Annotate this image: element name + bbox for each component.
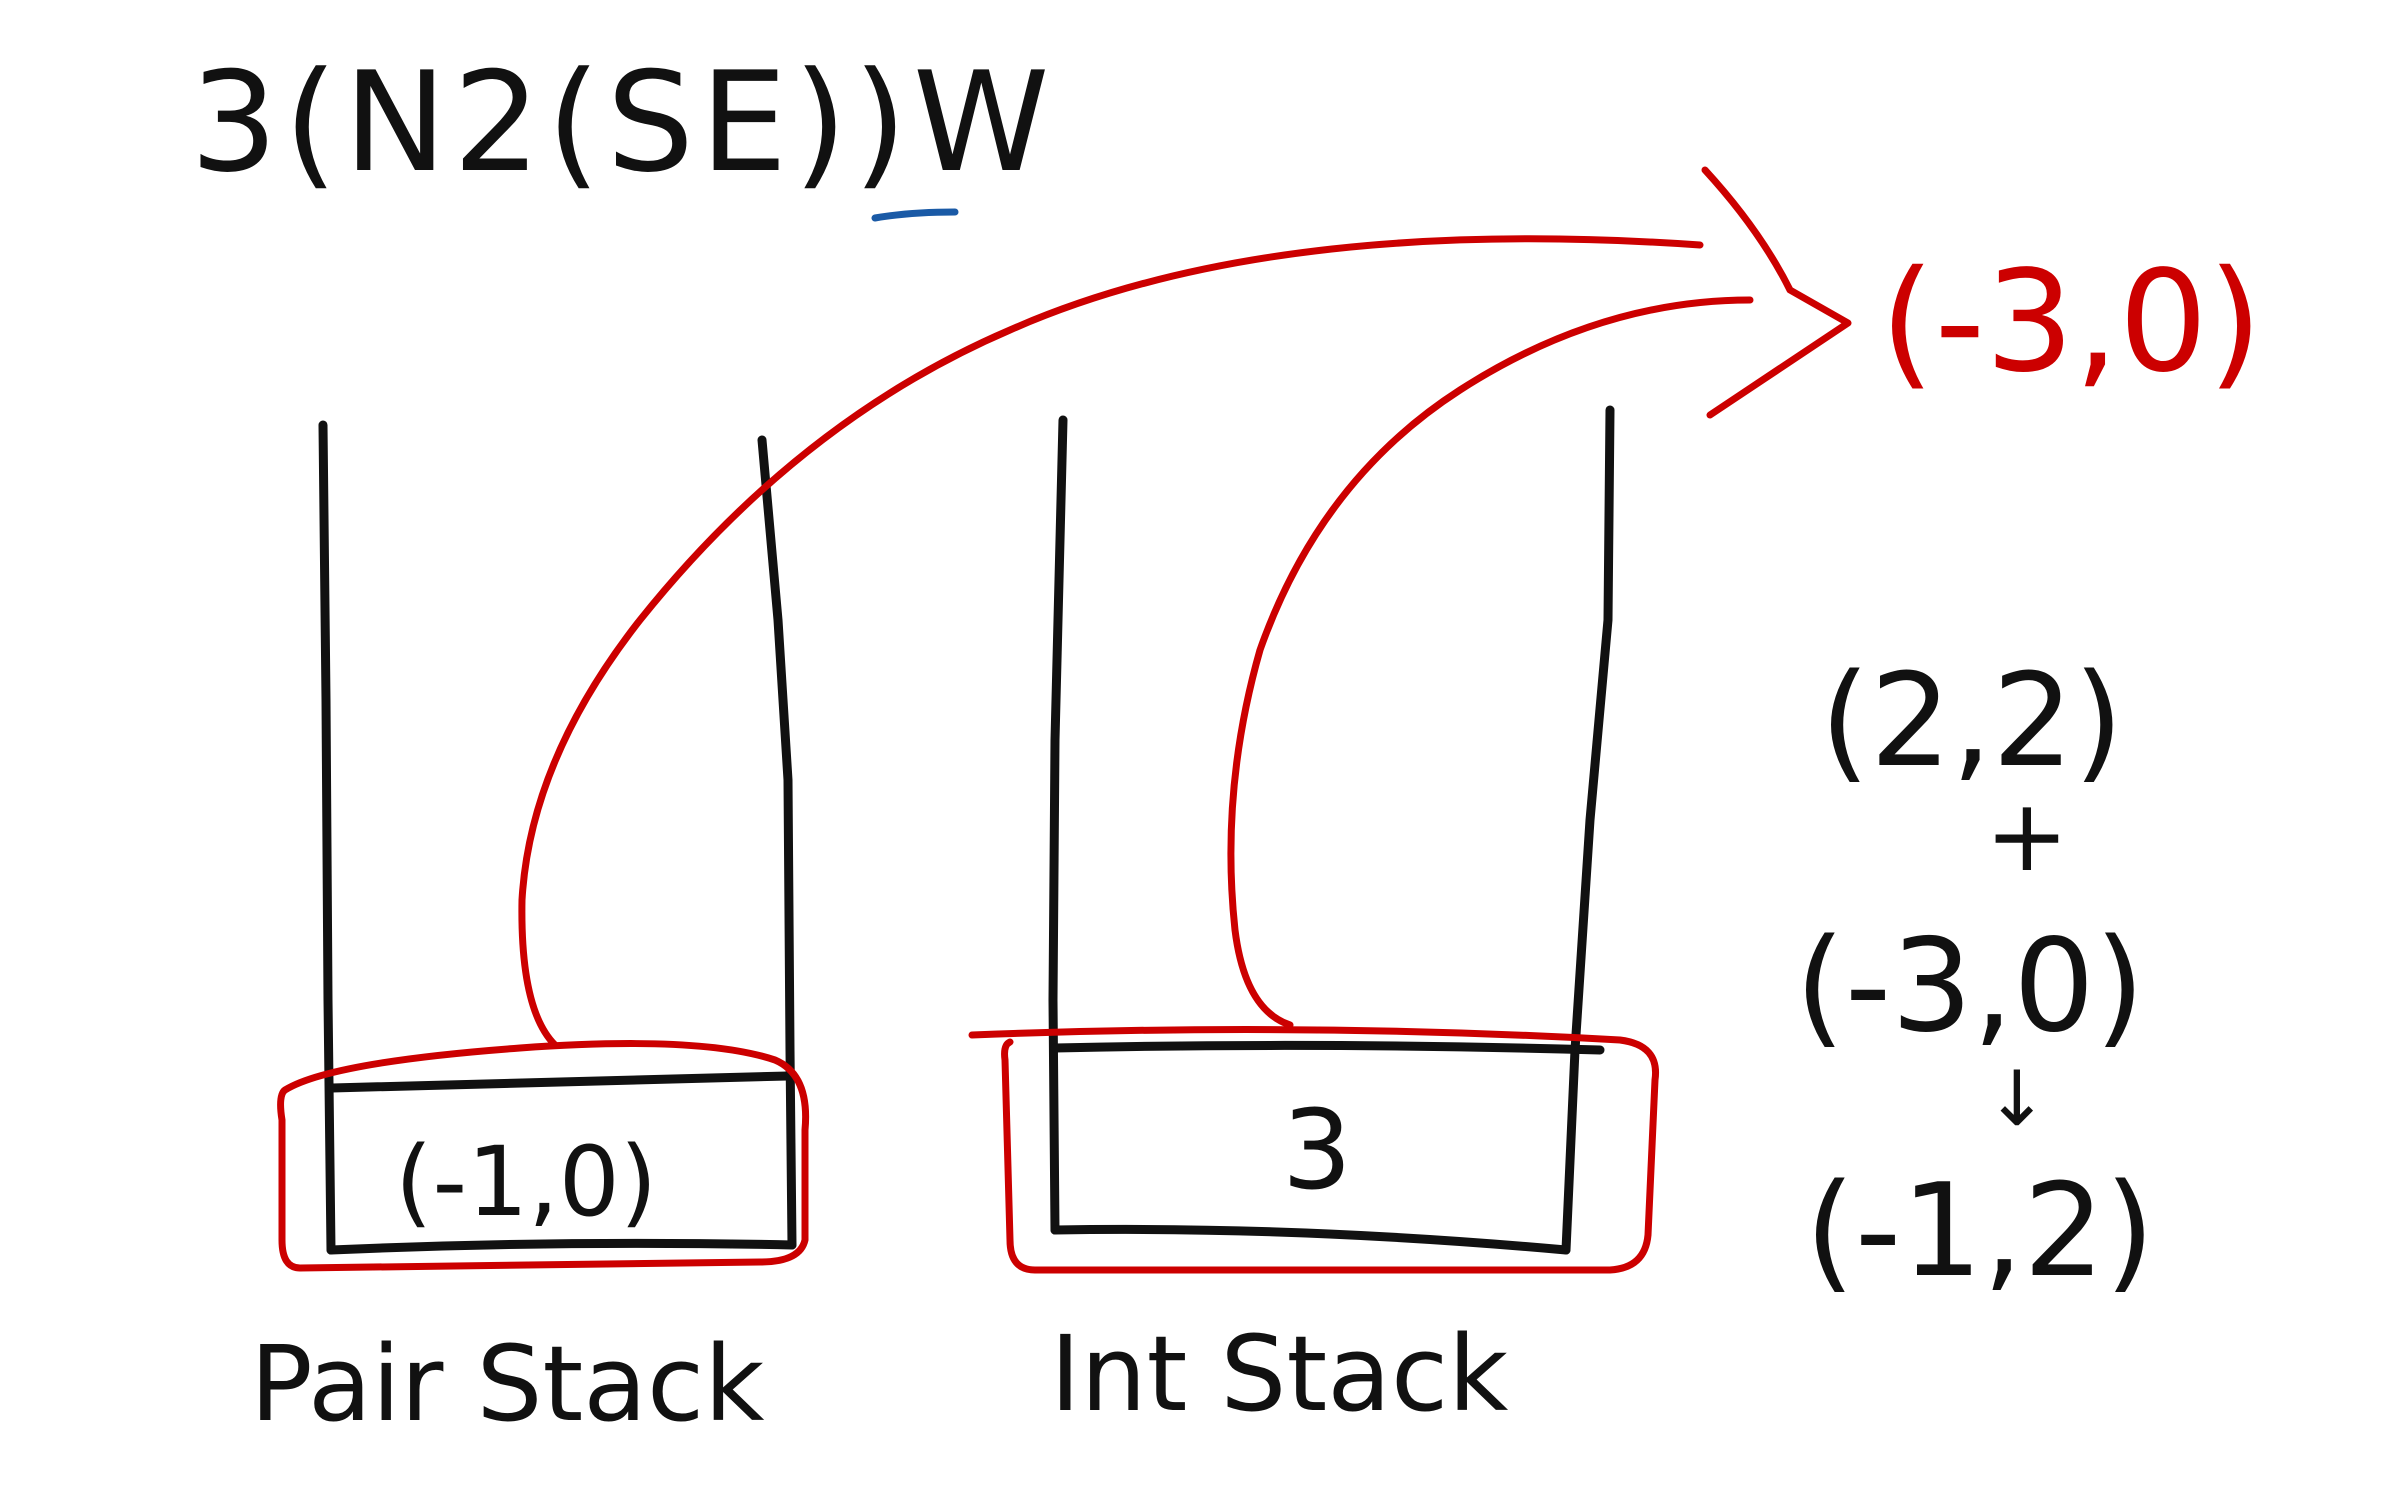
operand-a: (2,2)	[1820, 647, 2123, 796]
pair-stack-top-highlight	[277, 1040, 810, 1272]
int-stack-bottom	[1050, 1224, 1571, 1255]
current-char-underline	[871, 208, 959, 222]
popped-result: (-3,0)	[1880, 241, 2262, 404]
int-stack-item-divider	[1050, 1040, 1605, 1055]
int-pop-arrow	[1227, 296, 1754, 1029]
int-stack-label: Int Stack	[1050, 1313, 1508, 1435]
pair-stack-left-wall	[318, 420, 336, 1255]
int-stack-right-wall	[1561, 405, 1615, 1255]
int-stack-item: 3	[1282, 1086, 1352, 1214]
operand-b: (-3,0)	[1795, 912, 2145, 1061]
pair-stack-right-wall	[757, 435, 797, 1250]
int-stack: 3	[968, 405, 1660, 1274]
pair-stack-bottom	[326, 1238, 797, 1255]
pair-pop-arrow	[518, 235, 1704, 1049]
pair-stack-item-divider	[327, 1071, 793, 1093]
int-stack-left-wall	[1048, 415, 1068, 1235]
plus-operator: +	[1985, 777, 2069, 894]
int-stack-top-highlight	[968, 1026, 1660, 1274]
pair-stack-label: Pair Stack	[250, 1323, 764, 1445]
arrowhead-icon	[1701, 166, 1852, 419]
pair-stack: (-1,0)	[277, 420, 810, 1272]
pair-stack-item: (-1,0)	[395, 1126, 657, 1238]
down-arrow-icon: ↓	[1985, 1054, 2049, 1143]
result: (-1,2)	[1805, 1157, 2155, 1306]
expression-text: 3(N2(SE))W	[190, 42, 1055, 203]
